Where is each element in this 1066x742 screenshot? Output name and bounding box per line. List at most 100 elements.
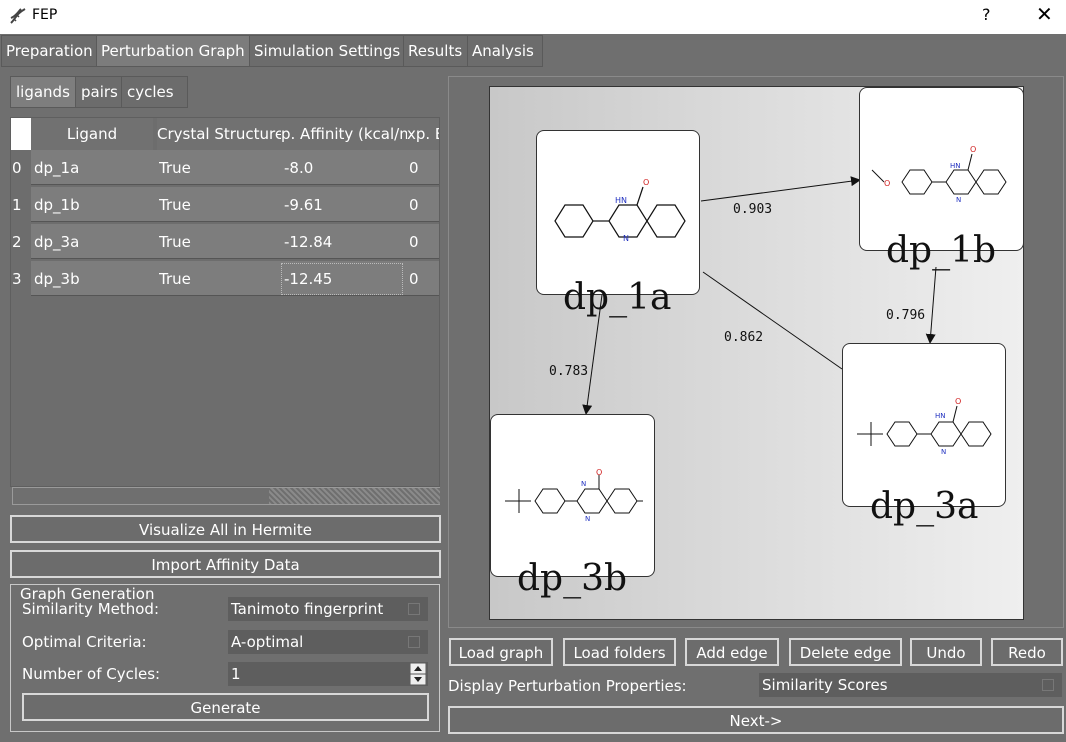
- display-properties-select[interactable]: Similarity Scores: [759, 673, 1062, 697]
- table-row[interactable]: 2 dp_3a True -12.84 0: [11, 224, 439, 260]
- svg-text:O: O: [970, 145, 976, 154]
- redo-button[interactable]: Redo: [991, 638, 1063, 666]
- perturbation-graph-canvas[interactable]: 0.903 0.796 0.862 0.783 HN N O dp_1a: [489, 86, 1024, 620]
- tab-simulation-settings[interactable]: Simulation Settings: [249, 35, 410, 67]
- number-of-cycles-value: 1: [231, 665, 241, 683]
- tab-preparation[interactable]: Preparation: [1, 35, 103, 67]
- spin-arrows-icon[interactable]: [410, 663, 426, 685]
- svg-text:O: O: [643, 178, 649, 187]
- graph-node-dp-3b[interactable]: N N O: [490, 414, 655, 577]
- svg-text:HN: HN: [615, 196, 627, 205]
- scrollbar-thumb[interactable]: [269, 488, 440, 504]
- column-header-ligand[interactable]: Ligand: [31, 118, 153, 150]
- edge-1a-1b[interactable]: [700, 176, 861, 202]
- graph-generation-title: Graph Generation: [18, 585, 157, 603]
- edge-1a-3a[interactable]: [702, 271, 843, 370]
- edge-score-label: 0.796: [886, 308, 926, 323]
- import-affinity-button[interactable]: Import Affinity Data: [10, 550, 441, 578]
- next-button[interactable]: Next->: [448, 706, 1064, 734]
- ligand-cell[interactable]: dp_1b: [34, 196, 80, 214]
- similarity-method-value: Tanimoto fingerprint: [231, 600, 384, 618]
- add-edge-button[interactable]: Add edge: [685, 638, 779, 666]
- error-cell[interactable]: 0: [409, 196, 419, 214]
- window-title: FEP: [32, 7, 58, 23]
- svg-text:O: O: [596, 468, 602, 477]
- node-label-dp-3a: dp_3a: [870, 486, 979, 527]
- visualize-all-button[interactable]: Visualize All in Hermite: [10, 515, 441, 543]
- affinity-cell[interactable]: -12.84: [284, 233, 333, 251]
- graph-node-dp-1a[interactable]: HN N O: [536, 130, 700, 295]
- column-header-affinity[interactable]: p. Affinity (kcal/m: [281, 118, 407, 150]
- graph-node-dp-3a[interactable]: HN N O: [842, 343, 1006, 507]
- error-cell[interactable]: 0: [409, 270, 419, 288]
- molecule-structure-icon: HN N O: [554, 178, 686, 243]
- ligand-cell[interactable]: dp_3b: [34, 270, 80, 288]
- crystal-cell[interactable]: True: [159, 270, 191, 288]
- number-of-cycles-spinbox[interactable]: 1: [228, 662, 428, 686]
- crystal-cell[interactable]: True: [159, 196, 191, 214]
- svg-text:HN: HN: [935, 412, 946, 420]
- crystal-cell[interactable]: True: [159, 233, 191, 251]
- edge-1b-3a[interactable]: [925, 266, 937, 344]
- edge-score-label: 0.862: [724, 330, 764, 345]
- similarity-method-select[interactable]: Tanimoto fingerprint: [228, 597, 428, 621]
- molecule-structure-icon: N N O: [505, 468, 643, 523]
- molecule-structure-icon: HN N O: [857, 397, 992, 456]
- optimal-criteria-select[interactable]: A-optimal: [228, 630, 428, 654]
- table-row[interactable]: 0 dp_1a True -8.0 0: [11, 150, 439, 186]
- edge-score-label: 0.903: [733, 202, 773, 217]
- delete-edge-button[interactable]: Delete edge: [789, 638, 902, 666]
- column-header-error[interactable]: xp. Er: [407, 118, 439, 150]
- node-label-dp-1b: dp_1b: [886, 230, 997, 271]
- ligand-table: Ligand Crystal Structure p. Affinity (kc…: [10, 117, 440, 487]
- row-index: 0: [12, 159, 22, 177]
- edge-score-label: 0.783: [549, 364, 589, 379]
- subtab-ligands[interactable]: ligands: [10, 76, 85, 108]
- edge-1a-3b[interactable]: [582, 294, 603, 415]
- row-index: 3: [12, 270, 22, 288]
- crystal-cell[interactable]: True: [159, 159, 191, 177]
- dna-icon: [10, 8, 26, 24]
- help-button[interactable]: ?: [982, 5, 991, 24]
- graph-generation-group: [10, 584, 440, 732]
- table-row[interactable]: 1 dp_1b True -9.61 0: [11, 187, 439, 223]
- graph-node-dp-1b[interactable]: O HN N O: [859, 87, 1023, 251]
- display-properties-label: Display Perturbation Properties:: [448, 677, 687, 695]
- affinity-cell[interactable]: -8.0: [284, 159, 314, 177]
- optimal-criteria-value: A-optimal: [231, 633, 304, 651]
- svg-text:N: N: [581, 480, 586, 488]
- row-index: 1: [12, 196, 22, 214]
- table-row[interactable]: 3 dp_3b True -12.45 0: [11, 261, 439, 297]
- title-bar: FEP ? ✕: [0, 0, 1066, 34]
- error-cell[interactable]: 0: [409, 233, 419, 251]
- generate-button[interactable]: Generate: [22, 693, 429, 721]
- ligand-cell[interactable]: dp_3a: [34, 233, 80, 251]
- close-button[interactable]: ✕: [1036, 2, 1053, 26]
- subtab-cycles[interactable]: cycles: [121, 76, 188, 108]
- optimal-criteria-label: Optimal Criteria:: [22, 633, 147, 651]
- affinity-cell-selected[interactable]: -12.45: [281, 263, 403, 295]
- affinity-cell[interactable]: -9.61: [284, 196, 323, 214]
- column-header-crystal-structure[interactable]: Crystal Structure: [157, 118, 281, 150]
- svg-text:HN: HN: [950, 162, 961, 170]
- dropdown-arrow-icon: [408, 636, 420, 648]
- undo-button[interactable]: Undo: [910, 638, 982, 666]
- dropdown-arrow-icon: [1042, 679, 1054, 691]
- svg-text:N: N: [623, 234, 629, 243]
- tab-analysis[interactable]: Analysis: [467, 35, 543, 67]
- table-corner[interactable]: [11, 118, 31, 150]
- tab-perturbation-graph[interactable]: Perturbation Graph: [96, 35, 256, 67]
- number-of-cycles-label: Number of Cycles:: [22, 665, 161, 683]
- dropdown-arrow-icon: [408, 603, 420, 615]
- load-graph-button[interactable]: Load graph: [449, 638, 553, 666]
- svg-text:N: N: [956, 196, 961, 204]
- svg-text:O: O: [884, 179, 890, 188]
- load-folders-button[interactable]: Load folders: [563, 638, 676, 666]
- tab-results[interactable]: Results: [403, 35, 475, 67]
- svg-text:N: N: [585, 515, 590, 523]
- similarity-method-label: Similarity Method:: [22, 600, 159, 618]
- error-cell[interactable]: 0: [409, 159, 419, 177]
- ligand-cell[interactable]: dp_1a: [34, 159, 80, 177]
- row-index: 2: [12, 233, 22, 251]
- table-horizontal-scrollbar[interactable]: [12, 487, 440, 505]
